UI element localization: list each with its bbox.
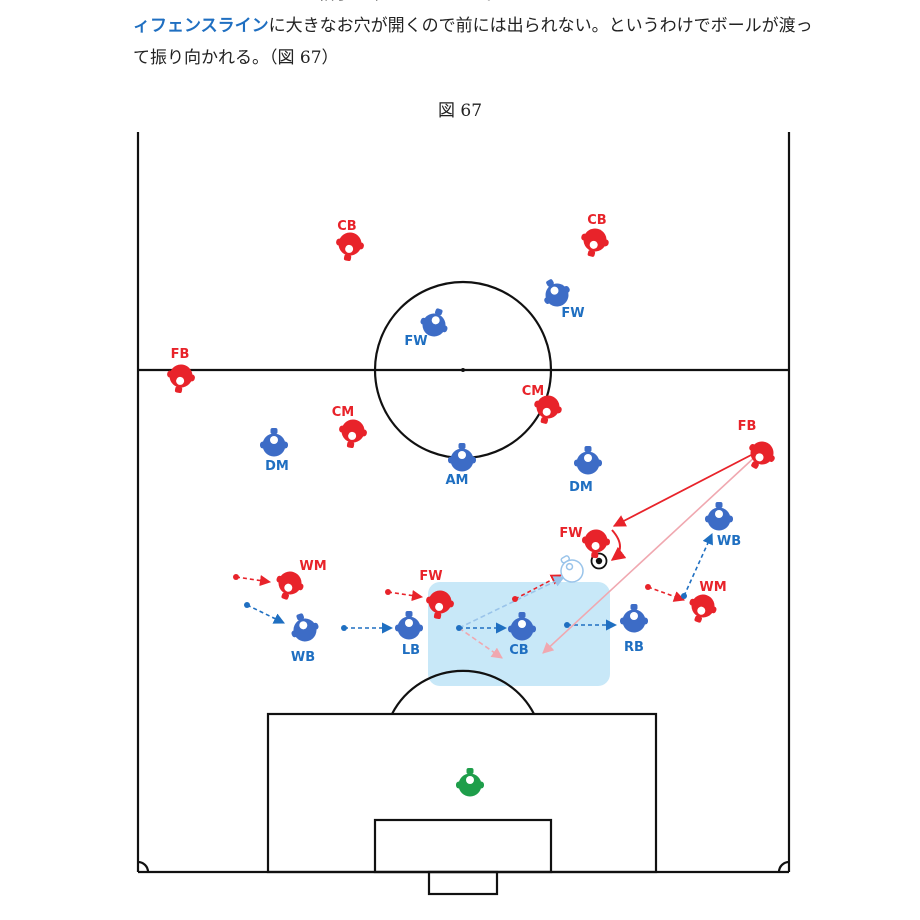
player-label: DM xyxy=(569,480,593,495)
arrow-pink-1 xyxy=(458,627,503,659)
player-label: RB xyxy=(624,640,644,655)
text-line-1: ってたにくどうしても相手が下がってしまう。そしてこれはでもそとっとのりとう xyxy=(133,0,813,10)
dot-blue-5 xyxy=(681,593,687,599)
player-token-red-cm xyxy=(339,419,367,449)
player-token-red-fb xyxy=(749,441,775,469)
player-label: WB xyxy=(291,650,315,665)
corner-arc-right xyxy=(777,860,790,873)
player-label: CM xyxy=(332,405,354,420)
pass-arrow xyxy=(612,451,758,527)
arrow-red-1 xyxy=(235,574,272,587)
dot-blue-2 xyxy=(341,625,347,631)
goal-box xyxy=(373,818,553,874)
arrow-blue-5 xyxy=(683,532,713,597)
arrow-pink-2 xyxy=(542,454,758,654)
player-token-red-fw xyxy=(426,590,454,620)
text-line-3: て振り向かれる。（図 67） xyxy=(133,48,339,68)
dot-blue-4 xyxy=(564,622,570,628)
player-label: FW xyxy=(559,526,582,541)
player-token-blue-wb xyxy=(705,502,733,531)
player-token-red-cm xyxy=(534,395,562,424)
figure-caption: 図 67 xyxy=(437,101,483,121)
player-token-green-gk xyxy=(456,768,484,797)
player-label: CB xyxy=(337,219,356,234)
corner-arc-left xyxy=(137,860,150,873)
arrow-red-3 xyxy=(647,586,686,602)
text-line-2-rest: に大きなお穴が開くので前には出られない。というわけでボールが渡っ xyxy=(268,16,813,36)
player-token-blue-dm xyxy=(260,428,288,457)
player-label: FB xyxy=(738,419,757,434)
dot-blue-1 xyxy=(244,602,250,608)
dot-red-1 xyxy=(233,574,239,580)
player-token-blue-lb xyxy=(395,611,423,640)
player-label: FW xyxy=(561,306,584,321)
penalty-arc xyxy=(391,669,535,715)
text-line-2: ィフェンスラインに大きなお穴が開くので前には出られない。というわけでボールが渡っ xyxy=(133,10,813,42)
players xyxy=(167,228,775,797)
dot-red-4 xyxy=(512,596,518,602)
body-text: ってたにくどうしても相手が下がってしまう。そしてこれはでもそとっとのりとう ィフ… xyxy=(133,0,813,74)
player-label: CB xyxy=(509,643,528,658)
dot-red-2 xyxy=(385,589,391,595)
player-label: DM xyxy=(265,459,289,474)
arrow-lightblue xyxy=(458,576,566,629)
player-label: FW xyxy=(404,334,427,349)
player-label: FW xyxy=(419,569,442,584)
player-label: CM xyxy=(522,384,544,399)
player-token-blue-rb xyxy=(620,604,648,633)
arrow-red-2 xyxy=(387,589,424,602)
arrow-blue-1 xyxy=(246,604,286,624)
dot-blue-3 xyxy=(456,625,462,631)
player-labels: CB CB FB CM CM FB FW WM FW WM FW FW DM AM DM WB WB LB CB RB xyxy=(171,213,757,665)
player-label: LB xyxy=(402,643,420,658)
player-label: CB xyxy=(587,213,606,228)
player-token-red-fb xyxy=(167,364,195,394)
arrow-dots xyxy=(233,574,687,631)
player-token-blue-dm xyxy=(574,446,602,475)
player-token-blue-am xyxy=(448,443,476,472)
centre-spot xyxy=(461,368,465,372)
turn-arrow xyxy=(610,529,627,561)
player-token-blue-fw xyxy=(544,279,570,307)
player-token-blue-fw xyxy=(420,308,448,337)
defense-line-term: ィフェンスライン xyxy=(133,16,269,36)
player-token-blue-cb xyxy=(508,612,536,641)
player-token-red-wm xyxy=(276,571,304,600)
player-label: WM xyxy=(299,559,326,574)
ghost-player xyxy=(560,555,584,583)
player-token-red-fw xyxy=(581,529,611,559)
player-token-red-cb xyxy=(581,228,609,257)
player-token-red-wm xyxy=(689,594,717,623)
player-label: FB xyxy=(171,347,190,362)
movement-arrows xyxy=(235,451,758,659)
player-token-blue-wb xyxy=(291,613,319,642)
player-label: WM xyxy=(699,580,726,595)
player-label: WB xyxy=(717,534,741,549)
player-token-red-cb xyxy=(336,232,364,262)
dot-red-3 xyxy=(645,584,651,590)
goal xyxy=(427,870,499,896)
player-label: AM xyxy=(446,473,469,488)
